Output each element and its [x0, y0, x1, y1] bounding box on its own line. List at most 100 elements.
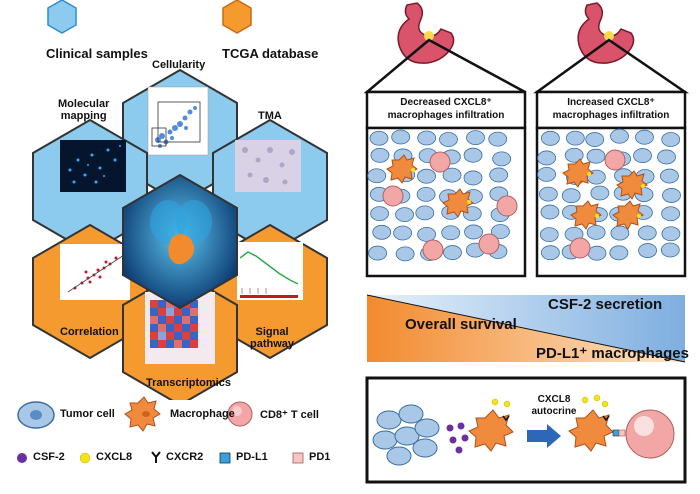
tumor-cell — [638, 243, 657, 258]
tumor-cell — [464, 224, 483, 240]
tumor-cell — [391, 129, 411, 145]
tma-label: TMA — [258, 110, 282, 122]
tumor-cell — [367, 168, 387, 184]
tumor-cell — [370, 147, 390, 163]
tumor-cell — [661, 226, 681, 242]
legend-pd1-label: PD1 — [309, 451, 331, 463]
tumor-cell — [537, 166, 557, 182]
tumor-cell — [416, 187, 436, 202]
autocrine-arrow-icon — [527, 424, 561, 448]
tumor-cell — [586, 148, 606, 164]
tumor-cell — [395, 207, 414, 223]
tumor-cell — [661, 206, 681, 222]
tumor-cell — [661, 132, 681, 147]
right-header-line1: Increased CXCL8⁺ — [567, 97, 655, 108]
tumor-cell — [637, 225, 657, 241]
autocrine-label: CXCL8 autocrine — [524, 394, 584, 418]
mechanism-macrophage-1 — [468, 409, 514, 452]
autocrine-line2: autocrine — [531, 406, 577, 417]
tumor-cell — [585, 132, 605, 147]
cellularity-label: Cellularity — [152, 59, 206, 71]
signal-label-line2: pathway — [250, 338, 295, 350]
tumor-cell — [442, 167, 462, 183]
tumor-cell — [491, 224, 510, 239]
right-header-box — [535, 90, 687, 130]
tumor-cell — [657, 149, 676, 165]
tumor-cell — [393, 225, 413, 241]
legend-cxcl8-label: CXCL8 — [96, 451, 133, 463]
autocrine-line1: CXCL8 — [537, 394, 571, 405]
tumor-cell — [540, 245, 560, 261]
tumor-cell — [368, 245, 388, 261]
correlation-label: Correlation — [60, 326, 119, 338]
tumor-cell — [609, 245, 629, 261]
right-header-line2: macrophages infiltration — [552, 110, 670, 121]
right-header-text: Increased CXCL8⁺ macrophages infiltratio… — [537, 96, 685, 122]
legend-cxcl8-icon — [79, 452, 91, 464]
left-hexagon-figure — [32, 0, 328, 400]
tumor-cell — [561, 188, 581, 204]
tumor-cell — [489, 167, 509, 183]
tumor-cell — [370, 206, 390, 222]
left-header-line1: Decreased CXCL8⁺ — [400, 97, 492, 108]
right-cd8-cells — [569, 149, 626, 259]
molecular-label-line1: Molecular — [58, 98, 110, 110]
overall-survival-label: Overall survival — [405, 316, 517, 333]
tumor-cell — [538, 186, 558, 202]
tumor-cell — [564, 147, 584, 163]
tumor-cell — [540, 204, 560, 220]
tumor-cell — [372, 224, 392, 240]
legend-cd8-label: CD8⁺ T cell — [260, 409, 319, 421]
tumor-cell — [540, 130, 560, 146]
pdl1-macrophages-label: PD-L1⁺ macrophages — [536, 345, 689, 362]
legend-cxcr2-icon — [151, 451, 161, 463]
tumor-cell — [660, 168, 679, 184]
legend-pdl1-label: PD-L1 — [236, 451, 268, 463]
tumor-cell — [537, 150, 557, 166]
legend-cxcr2-label: CXCR2 — [166, 451, 204, 463]
tumor-cell — [369, 130, 389, 146]
tumor-cell — [587, 245, 607, 261]
tumor-cell — [417, 226, 437, 242]
tumor-cell — [395, 246, 415, 262]
clinical-hexagon-icon — [47, 0, 77, 34]
legend-tumor-cell-label: Tumor cell — [60, 408, 115, 420]
tumor-cell — [660, 242, 680, 258]
tumor-cell — [439, 132, 458, 147]
legend-pd1-icon — [292, 452, 304, 464]
tumor-cell — [415, 205, 435, 221]
left-header-text: Decreased CXCL8⁺ macrophages infiltratio… — [367, 96, 525, 122]
tumor-cell — [463, 147, 483, 163]
legend-graphics — [17, 396, 304, 464]
tumor-cell — [488, 131, 508, 147]
tumor-cell — [586, 224, 606, 240]
tumor-cell — [466, 130, 485, 146]
tumor-cell — [441, 225, 461, 241]
tumor-cell — [565, 130, 585, 146]
tumor-cell — [590, 185, 610, 201]
tumor-cell — [633, 148, 652, 163]
tumor-cell — [443, 245, 462, 260]
molecular-mapping-label: Molecular mapping — [58, 98, 109, 122]
signal-label-line1: Signal — [255, 326, 289, 338]
left-cd8-cells — [382, 151, 518, 261]
tumor-cell — [635, 129, 654, 145]
mechanism-macrophage-2 — [568, 409, 614, 452]
signal-pathway-label: Signal pathway — [250, 326, 294, 350]
tcga-database-label: TCGA database — [222, 46, 319, 61]
molecular-label-line2: mapping — [60, 110, 107, 122]
tumor-cluster-icon — [372, 404, 440, 466]
legend-csf2-label: CSF-2 — [33, 451, 65, 463]
tumor-cell — [610, 128, 629, 144]
tcga-hexagon-icon — [222, 0, 252, 34]
right-figure — [363, 2, 690, 484]
left-stomach-icon — [397, 2, 455, 64]
clinical-samples-label: Clinical samples — [46, 46, 148, 61]
tumor-cell — [662, 188, 681, 203]
tumor-cell — [492, 151, 512, 167]
left-macrophages — [386, 154, 474, 218]
left-header-box — [365, 90, 527, 130]
tumor-cell — [539, 227, 559, 243]
tumor-cell — [417, 168, 436, 184]
left-header-line2: macrophages infiltration — [387, 110, 505, 121]
